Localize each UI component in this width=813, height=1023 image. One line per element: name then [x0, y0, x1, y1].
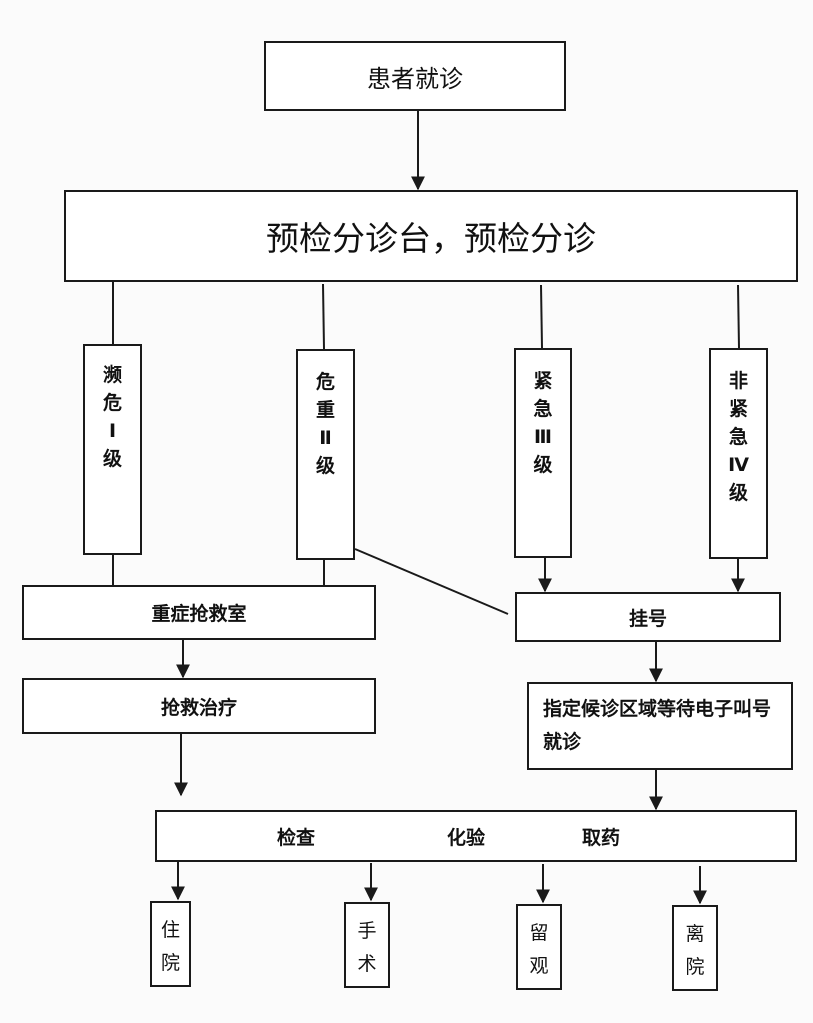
- level-4-box: 非 紧 急 Ⅳ 级: [709, 348, 768, 559]
- outcome-char: 院: [160, 952, 180, 974]
- level-3-char: 急: [533, 398, 553, 420]
- waiting-area-box: 指定候诊区域等待电子叫号就诊: [527, 682, 793, 770]
- level-2-char: 危: [315, 371, 335, 393]
- level-3-char: 级: [533, 454, 553, 476]
- level-1-char: 危: [102, 392, 122, 414]
- patient-visit-label: 患者就诊: [367, 64, 463, 93]
- level-4-char: Ⅳ: [728, 454, 749, 476]
- rescue-treatment-box: 抢救治疗: [22, 678, 376, 734]
- level-4-char: 非: [728, 370, 748, 392]
- outcome-observation-box: 留 观: [516, 904, 562, 990]
- outcome-surgery-box: 手 术: [344, 902, 390, 988]
- exam-item-lab-test: 化验: [447, 826, 486, 849]
- level-1-box: 濒 危 Ⅰ 级: [83, 344, 142, 555]
- icu-label: 重症抢救室: [151, 603, 247, 625]
- line-triage-to-level-3: [540, 284, 543, 349]
- level-1-char: 濒: [102, 364, 122, 386]
- level-4-char: 急: [728, 426, 748, 448]
- outcome-discharge-box: 离 院: [672, 905, 718, 991]
- level-3-char: Ⅲ: [534, 426, 552, 448]
- level-2-char: Ⅱ: [319, 427, 332, 449]
- level-1-char: Ⅰ: [108, 420, 117, 442]
- outcome-hospitalization-box: 住 院: [150, 901, 191, 987]
- level-2-box: 危 重 Ⅱ 级: [296, 349, 355, 560]
- rescue-treatment-label: 抢救治疗: [160, 696, 237, 719]
- exam-lab-pharmacy-box: 检查 化验 取药: [155, 810, 797, 862]
- level-2-char: 重: [315, 399, 335, 421]
- register-box: 挂号: [515, 592, 781, 642]
- icu-box: 重症抢救室: [22, 585, 376, 640]
- level-1-char: 级: [102, 448, 122, 470]
- waiting-area-label: 指定候诊区域等待电子叫号就诊: [543, 697, 772, 753]
- outcome-char: 离: [685, 923, 705, 945]
- outcome-char: 术: [357, 953, 377, 975]
- outcome-char: 住: [160, 919, 180, 941]
- level-4-char: 紧: [728, 398, 748, 420]
- level-2-char: 级: [315, 455, 335, 477]
- triage-box: 预检分诊台，预检分诊: [64, 190, 798, 282]
- level-3-char: 紧: [533, 370, 553, 392]
- patient-visit-box: 患者就诊: [264, 41, 566, 111]
- level-3-box: 紧 急 Ⅲ 级: [514, 348, 572, 558]
- line-level-2-to-register: [354, 548, 509, 615]
- triage-label: 预检分诊台，预检分诊: [266, 219, 596, 258]
- exam-item-pharmacy: 取药: [582, 826, 621, 849]
- outcome-char: 观: [529, 955, 549, 977]
- outcome-char: 院: [685, 956, 705, 978]
- line-triage-to-level-4: [737, 284, 740, 349]
- register-label: 挂号: [628, 607, 667, 630]
- outcome-char: 手: [357, 920, 377, 942]
- level-4-char: 级: [728, 482, 748, 504]
- exam-item-examination: 检查: [277, 826, 316, 849]
- outcome-char: 留: [529, 922, 549, 944]
- line-triage-to-level-2: [322, 283, 325, 350]
